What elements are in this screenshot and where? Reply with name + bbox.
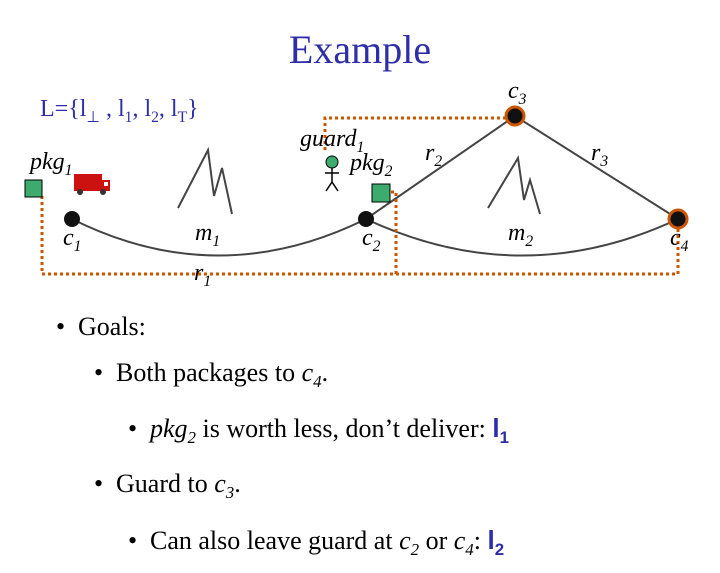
label-pkg2: pkg2 bbox=[350, 150, 393, 180]
node-c2 bbox=[358, 211, 374, 227]
label-c1: c1 bbox=[63, 225, 82, 255]
label-pkg1: pkg1 bbox=[30, 149, 73, 179]
label-c4: c4 bbox=[670, 225, 689, 255]
mountain-m2 bbox=[487, 155, 541, 215]
l-set-label: L={l⊥ , l1, l2, lT} bbox=[40, 96, 199, 126]
route-guard bbox=[323, 116, 505, 150]
route-pkg2 bbox=[396, 228, 680, 276]
package-pkg2 bbox=[371, 183, 391, 203]
slide: Example L={l⊥ , l1, l2, lT} bbox=[24, 27, 689, 559]
bullet-guard: •Guard to c3. bbox=[94, 469, 241, 503]
label-r1: r1 bbox=[194, 260, 212, 290]
label-m2: m2 bbox=[508, 220, 534, 250]
bullet-both-packages: •Both packages to c4. bbox=[94, 358, 329, 392]
bullet-leave-guard: •Can also leave guard at c2 or c4: l2 bbox=[128, 524, 505, 559]
truck-icon bbox=[74, 174, 110, 195]
label-c2: c2 bbox=[362, 225, 381, 255]
bullet-pkg2-worth-less: •pkg2 is worth less, don’t deliver: l1 bbox=[128, 413, 509, 448]
mountain-m1 bbox=[177, 146, 233, 215]
bullet-goals: •Goals: bbox=[56, 312, 146, 341]
label-m1: m1 bbox=[195, 220, 221, 250]
label-guard1: guard1 bbox=[300, 126, 365, 156]
road-c1-c2 bbox=[71, 218, 367, 257]
road-c2-c3 bbox=[365, 115, 516, 220]
node-c4 bbox=[667, 208, 689, 230]
map-diagram bbox=[24, 105, 689, 276]
guard-icon bbox=[325, 155, 339, 192]
node-c3 bbox=[504, 105, 526, 127]
label-c3: c3 bbox=[508, 78, 527, 108]
route-pkg1 bbox=[40, 190, 398, 276]
road-c3-c4 bbox=[514, 115, 679, 220]
label-r2: r2 bbox=[425, 140, 443, 170]
node-c1 bbox=[64, 211, 80, 227]
road-c2-c4 bbox=[365, 218, 679, 257]
slide-title: Example bbox=[288, 27, 432, 72]
goals-list: •Goals: •Both packages to c4. •pkg2 is w… bbox=[56, 304, 509, 573]
package-pkg1 bbox=[24, 179, 43, 198]
label-r3: r3 bbox=[591, 140, 609, 170]
